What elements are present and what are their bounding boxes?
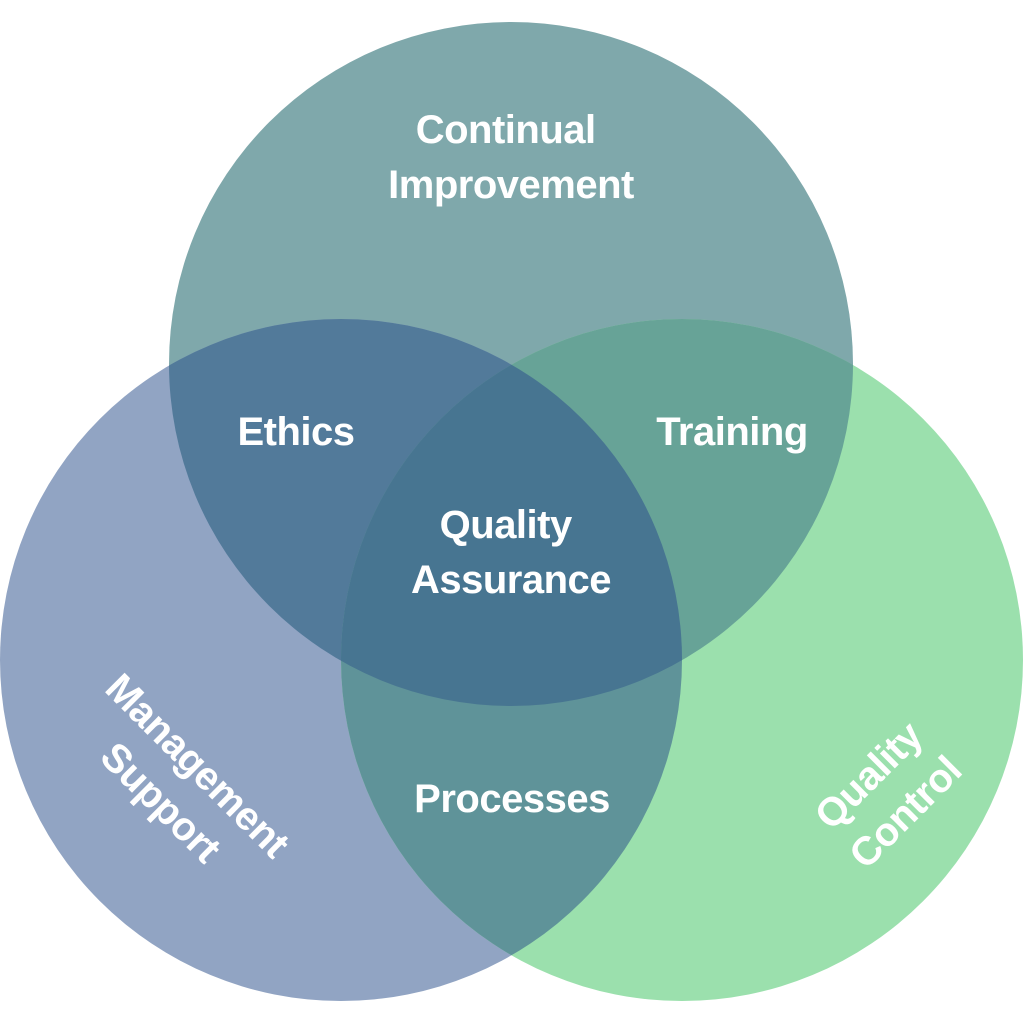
label-processes: Processes <box>414 777 610 821</box>
label-training: Training <box>656 410 808 454</box>
label-line: Assurance <box>411 558 611 602</box>
label-line: Improvement <box>388 163 634 207</box>
label-line: Continual <box>416 108 596 152</box>
label-ethics: Ethics <box>237 410 354 454</box>
label-line: Quality <box>440 503 573 547</box>
label-continual-improvement: Continual Improvement <box>388 108 634 207</box>
region-quality-assurance <box>341 319 682 706</box>
label-quality-assurance: Quality Assurance <box>411 503 611 602</box>
